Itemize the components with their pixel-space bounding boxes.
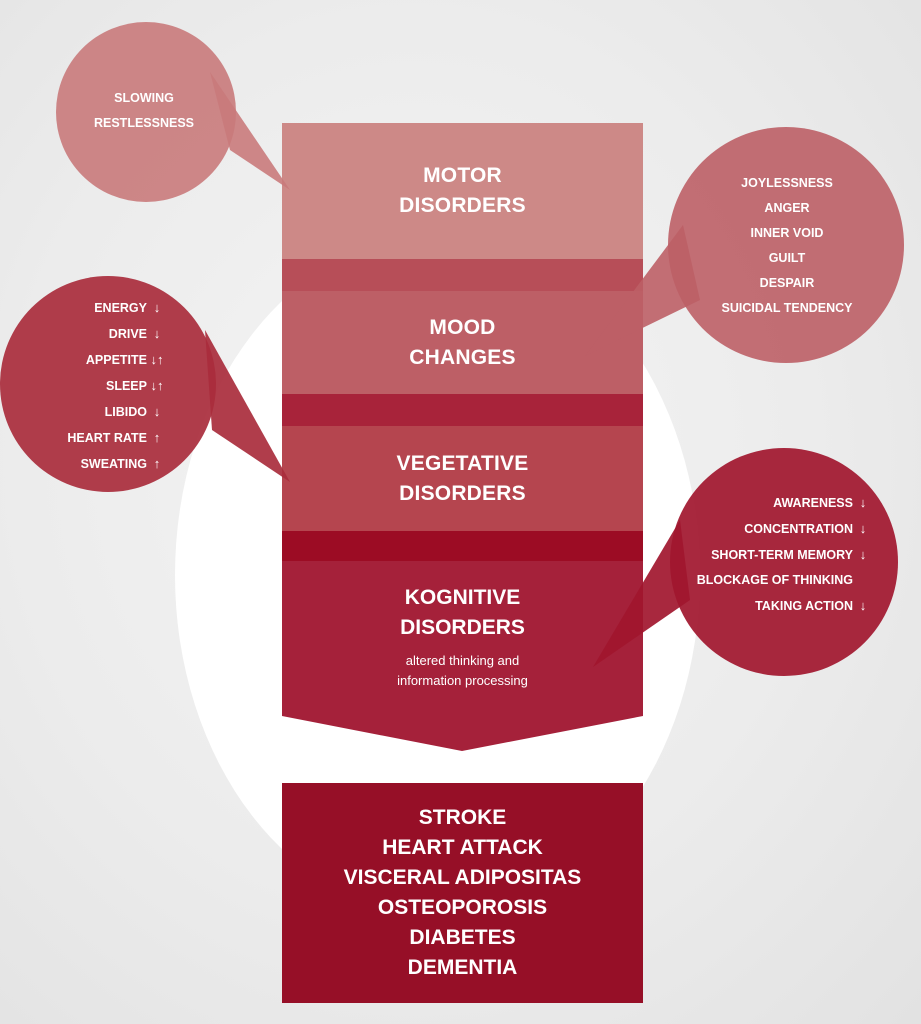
arrow-icon: ↓ (153, 404, 161, 419)
bubble-vegetative-item: SLEEP↓↑ (40, 373, 164, 399)
stage-vegetative-disorders: VEGETATIVE DISORDERS (282, 426, 643, 531)
bubble-cognitive (593, 448, 898, 676)
outcome-item: OSTEOPOROSIS (377, 896, 548, 919)
bubble-vegetative-text: ENERGY↓ DRIVE↓ APPETITE↓↑ SLEEP↓↑ LIBIDO… (40, 295, 164, 477)
bubble-mood-item: SUICIDAL TENDENCY (721, 301, 853, 315)
arrow-icon: ↓ (153, 326, 161, 341)
outcome-item: HEART ATTACK (382, 836, 543, 859)
bubble-cognitive-item: CONCENTRATION↓ (680, 516, 870, 542)
stage-kognitive-subtitle-line1: altered thinking and (405, 653, 520, 668)
bubble-vegetative (0, 276, 290, 492)
bubble-cognitive-item: TAKING ACTION↓ (680, 593, 870, 619)
bubble-vegetative-item: DRIVE↓ (40, 321, 164, 347)
arrow-icon: ↓ (859, 521, 867, 536)
outcome-item: VISCERAL ADIPOSITAS (343, 866, 582, 889)
bubble-vegetative-item: SWEATING↑ (40, 451, 164, 477)
stage-kognitive-subtitle-line2: information processing (397, 673, 528, 688)
bubble-motor-text: SLOWING RESTLESSNESS (86, 86, 202, 136)
stage-mood-title-line2: CHANGES (409, 345, 516, 369)
bubble-motor (56, 22, 290, 202)
stage-mood-title-line1: MOOD (429, 315, 496, 339)
bubble-cognitive-item: AWARENESS↓ (680, 490, 870, 516)
arrow-icon: ↓ (859, 547, 867, 562)
bubble-vegetative-item: HEART RATE↑ (40, 425, 164, 451)
stage-separator (282, 531, 643, 561)
stage-mood-changes: MOOD CHANGES (282, 291, 643, 394)
bubble-mood-text: JOYLESSNESS ANGER INNER VOID GUILT DESPA… (706, 171, 868, 321)
outcome-item: DEMENTIA (407, 956, 518, 979)
bubble-mood-item: ANGER (764, 201, 810, 215)
bubble-cognitive-text: AWARENESS↓ CONCENTRATION↓ SHORT-TERM MEM… (680, 490, 870, 619)
stage-kognitive-title-line2: DISORDERS (400, 616, 525, 639)
stage-motor-disorders: MOTOR DISORDERS (282, 123, 643, 259)
outcome-item: STROKE (418, 806, 507, 829)
stage-motor-title-line1: MOTOR (423, 164, 502, 187)
bubble-motor-item: SLOWING (114, 91, 174, 105)
bubble-vegetative-item: ENERGY↓ (40, 295, 164, 321)
stage-separator (282, 394, 643, 426)
arrow-icon: ↓↑ (150, 378, 164, 393)
bubble-mood-item: JOYLESSNESS (741, 176, 833, 190)
bubble-mood (585, 127, 904, 363)
outcome-item: DIABETES (409, 926, 516, 949)
bubble-vegetative-item: APPETITE↓↑ (40, 347, 164, 373)
stage-kognitive-disorders: KOGNITIVE DISORDERS altered thinking and… (282, 561, 643, 751)
stage-separator (282, 259, 643, 291)
stage-vegetative-title-line2: DISORDERS (399, 481, 526, 505)
arrow-icon: ↓↑ (150, 352, 164, 367)
outcome-box: STROKE HEART ATTACK VISCERAL ADIPOSITAS … (282, 783, 643, 1003)
arrow-shape (282, 561, 643, 751)
bubble-mood-item: INNER VOID (750, 226, 824, 240)
bubble-mood-item: GUILT (768, 251, 806, 265)
bubble-cognitive-item: SHORT-TERM MEMORY↓ (680, 542, 870, 568)
stage-vegetative-title-line1: VEGETATIVE (396, 451, 529, 475)
arrow-icon: ↑ (153, 430, 161, 445)
arrow-icon: ↓ (859, 495, 867, 510)
arrow-icon: ↓ (859, 598, 867, 613)
arrow-icon: ↓ (153, 300, 161, 315)
arrow-icon: ↑ (153, 456, 161, 471)
bubble-cognitive-item: BLOCKAGE OF THINKING (696, 573, 853, 587)
bubble-mood-item: DESPAIR (759, 276, 815, 290)
stage-kognitive-title-line1: KOGNITIVE (404, 586, 521, 609)
bubble-motor-item: RESTLESSNESS (93, 116, 195, 130)
stage-motor-title-line2: DISORDERS (399, 194, 526, 217)
bubble-vegetative-item: LIBIDO↓ (40, 399, 164, 425)
